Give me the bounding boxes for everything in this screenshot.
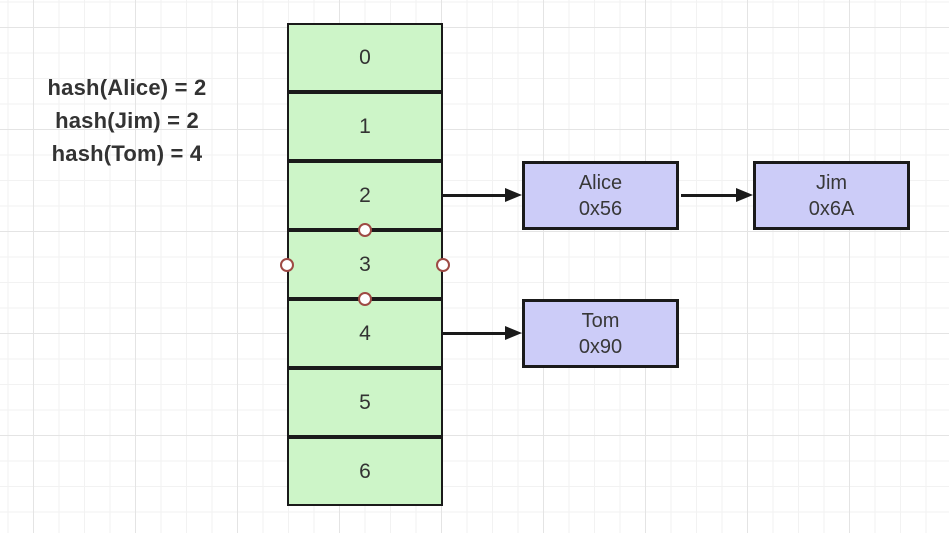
- selection-handle-bottom[interactable]: [358, 292, 372, 306]
- bucket-cell-6[interactable]: 6: [287, 437, 443, 506]
- bucket-cell-0[interactable]: 0: [287, 23, 443, 92]
- edge-line: [443, 331, 507, 335]
- bucket-cell-1[interactable]: 1: [287, 92, 443, 161]
- bucket-index-label: 4: [359, 321, 371, 345]
- bucket-index-label: 2: [359, 183, 371, 207]
- node-address-label: 0x6A: [808, 197, 855, 220]
- list-node-jim[interactable]: Jim 0x6A: [753, 161, 910, 230]
- node-name-label: Tom: [581, 309, 620, 332]
- node-address-label: 0x90: [578, 335, 623, 358]
- bucket-index-label: 1: [359, 114, 371, 138]
- hash-table-array[interactable]: 0 1 2 3 4 5 6: [280, 23, 450, 506]
- edge-line: [443, 193, 507, 197]
- hash-annotation[interactable]: hash(Alice) = 2 hash(Jim) = 2 hash(Tom) …: [16, 71, 238, 170]
- node-name-label: Alice: [578, 171, 623, 194]
- bucket-cell-5[interactable]: 5: [287, 368, 443, 437]
- arrowhead-icon: [736, 188, 753, 202]
- bucket-index-label: 6: [359, 459, 371, 483]
- bucket-index-label: 5: [359, 390, 371, 414]
- edge-line: [681, 193, 738, 197]
- hash-annotation-line-jim: hash(Jim) = 2: [55, 108, 199, 133]
- bucket-index-label: 0: [359, 45, 371, 69]
- hash-annotation-line-alice: hash(Alice) = 2: [47, 75, 207, 100]
- node-address-label: 0x56: [578, 197, 623, 220]
- bucket-cell-2[interactable]: 2: [287, 161, 443, 230]
- selection-handle-right[interactable]: [436, 257, 450, 272]
- bucket-cell-4[interactable]: 4: [287, 299, 443, 368]
- node-name-label: Jim: [815, 171, 848, 194]
- selection-handle-top[interactable]: [358, 223, 372, 237]
- edge-alice-to-jim[interactable]: [681, 188, 753, 202]
- hash-annotation-line-tom: hash(Tom) = 4: [51, 141, 203, 166]
- list-node-alice[interactable]: Alice 0x56: [522, 161, 679, 230]
- arrowhead-icon: [505, 326, 522, 340]
- edge-bucket2-to-alice[interactable]: [443, 188, 522, 202]
- list-node-tom[interactable]: Tom 0x90: [522, 299, 679, 368]
- arrowhead-icon: [505, 188, 522, 202]
- selection-handle-left[interactable]: [280, 257, 294, 272]
- bucket-index-label: 3: [359, 252, 371, 276]
- bucket-cell-3-selected[interactable]: 3: [287, 230, 443, 299]
- edge-bucket4-to-tom[interactable]: [443, 326, 522, 340]
